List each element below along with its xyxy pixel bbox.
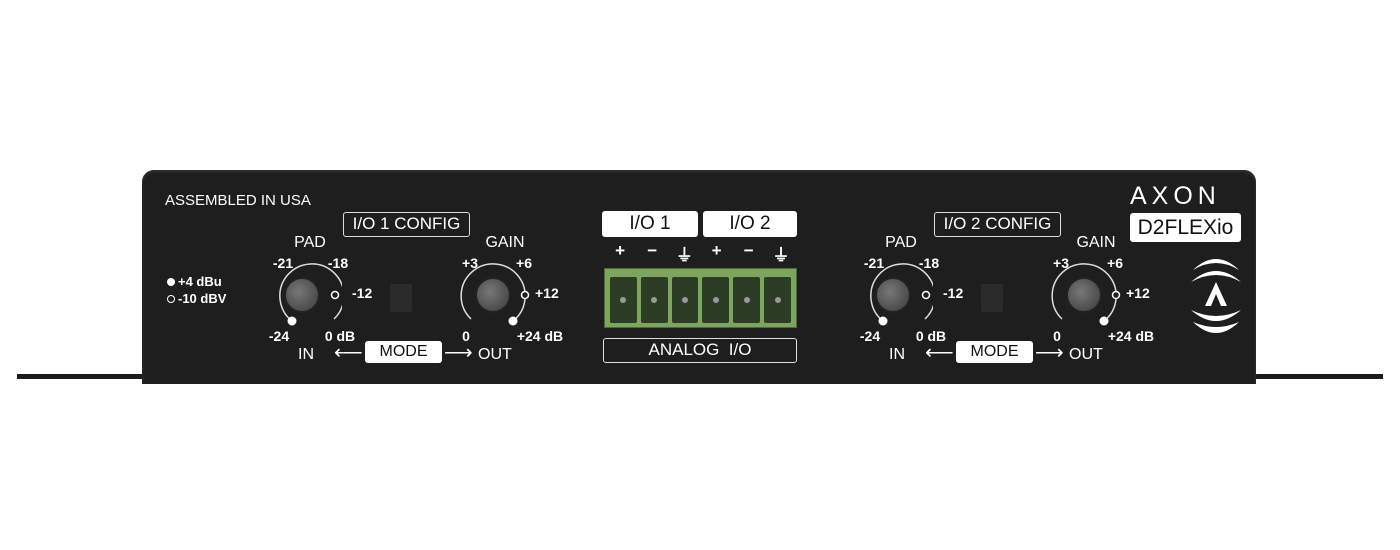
pad-label: -18 <box>327 255 349 271</box>
mode-label: MODE <box>956 341 1033 363</box>
gain-title: GAIN <box>485 234 525 251</box>
gain-label: +12 <box>1126 285 1150 301</box>
pad-label: -21 <box>863 255 885 271</box>
terminal-pin[interactable] <box>671 277 699 323</box>
level-indicator-minus10: -10 dBV <box>167 291 226 306</box>
gain-label: +24 dB <box>516 328 564 344</box>
pad-title: PAD <box>294 234 326 251</box>
pin-label: + <box>615 241 626 260</box>
pin-label: − <box>647 241 658 260</box>
in-label: IN <box>889 346 905 363</box>
out-label: OUT <box>1069 346 1103 363</box>
terminal-pin[interactable] <box>610 277 637 323</box>
level-label: +4 dBu <box>178 274 222 289</box>
mode-dip-switch[interactable] <box>390 284 412 312</box>
assembled-label: ASSEMBLED IN USA <box>165 192 311 209</box>
device-front-panel: ASSEMBLED IN USA +4 dBu -10 dBV I/O 1 CO… <box>142 170 1256 384</box>
in-label: IN <box>298 346 314 363</box>
pin-labels: + − ⏚ + − ⏚ <box>604 241 797 266</box>
level-label: -10 dBV <box>178 291 227 306</box>
level-indicator-plus4: +4 dBu <box>167 274 222 289</box>
pad-knob[interactable] <box>875 277 911 313</box>
right-arrow-icon: ⟶ <box>444 342 473 364</box>
io1-label: I/O 1 <box>602 211 698 237</box>
pad-label: -21 <box>272 255 294 271</box>
pad-title: PAD <box>885 234 917 251</box>
pad-scale-arc <box>279 263 342 326</box>
io2-config-section: I/O 2 CONFIG PAD -21 -18 -12 -24 0 dB GA… <box>851 170 1155 384</box>
io2-label: I/O 2 <box>703 211 797 237</box>
pad-label: -12 <box>352 285 373 301</box>
io1-config-section: I/O 1 CONFIG PAD -21 -18 -12 -24 0 dB GA… <box>260 170 564 384</box>
gain-label: +12 <box>535 285 559 301</box>
mode-label: MODE <box>365 341 442 363</box>
pad-label: -12 <box>943 285 964 301</box>
gain-label: +3 <box>1053 255 1069 271</box>
config-title: I/O 1 CONFIG <box>343 212 470 237</box>
gain-label: +6 <box>1107 255 1123 271</box>
model-label: D2FLEXio <box>1130 213 1241 242</box>
left-mounting-flange <box>17 374 148 379</box>
terminal-pin[interactable] <box>733 277 761 323</box>
ground-icon: ⏚ <box>772 246 790 265</box>
gain-label: 0 <box>462 328 470 344</box>
pad-knob[interactable] <box>284 277 320 313</box>
left-arrow-icon: ⟵ <box>925 342 954 364</box>
pad-label: -24 <box>859 328 881 344</box>
ground-icon: ⏚ <box>675 246 693 265</box>
gain-title: GAIN <box>1076 234 1116 251</box>
pin-label: − <box>743 241 754 260</box>
mode-dip-switch[interactable] <box>981 284 1003 312</box>
analog-io-label: ANALOG I/O <box>603 338 797 363</box>
gain-label: +3 <box>462 255 478 271</box>
gain-label: 0 <box>1053 328 1061 344</box>
pad-scale-arc <box>870 263 933 326</box>
terminal-pin[interactable] <box>702 277 730 323</box>
pad-label: 0 dB <box>324 328 356 344</box>
axon-a-logo-icon <box>1191 259 1241 333</box>
config-title: I/O 2 CONFIG <box>934 212 1061 237</box>
terminal-pin[interactable] <box>764 277 791 323</box>
terminal-pin[interactable] <box>640 277 668 323</box>
right-mounting-flange <box>1252 374 1383 379</box>
pad-label: -18 <box>918 255 940 271</box>
right-arrow-icon: ⟶ <box>1035 342 1064 364</box>
pad-label: -24 <box>268 328 290 344</box>
gain-scale-arc <box>1051 263 1121 326</box>
gain-scale-arc <box>460 263 530 326</box>
left-arrow-icon: ⟵ <box>334 342 363 364</box>
gain-label: +6 <box>516 255 532 271</box>
brand-logo: AXON <box>1130 182 1221 210</box>
pin-label: + <box>711 241 722 260</box>
terminal-block[interactable] <box>604 268 797 328</box>
gain-knob[interactable] <box>475 277 511 313</box>
pad-label: 0 dB <box>915 328 947 344</box>
gain-knob[interactable] <box>1066 277 1102 313</box>
gain-label: +24 dB <box>1107 328 1155 344</box>
out-label: OUT <box>478 346 512 363</box>
